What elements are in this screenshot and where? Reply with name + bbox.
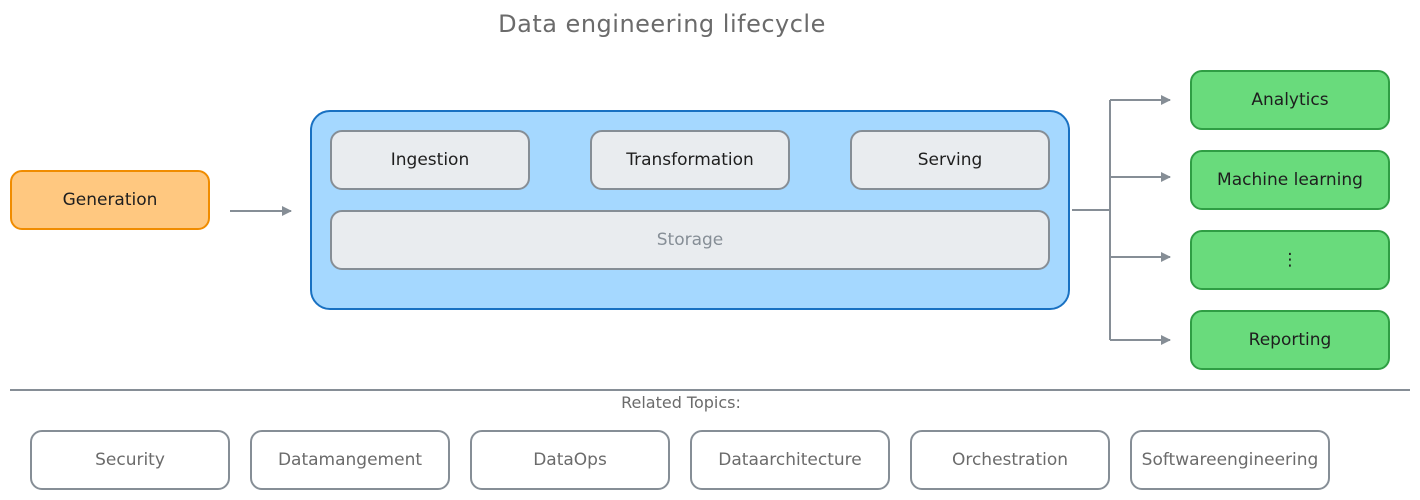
topic-label: Security	[95, 450, 165, 470]
output-label: Machine learning	[1217, 170, 1363, 190]
transformation-label: Transformation	[626, 150, 754, 170]
output-node-reporting: Reporting	[1190, 310, 1390, 370]
topic-dataops: DataOps	[470, 430, 670, 490]
output-node-more: ⋮	[1190, 230, 1390, 290]
ingestion-label: Ingestion	[390, 150, 470, 170]
topic-label: Datamangement	[277, 450, 423, 470]
topic-data-management: Datamangement	[250, 430, 450, 490]
related-topics-heading: Related Topics:	[621, 393, 741, 412]
topic-label: Orchestration	[951, 450, 1069, 470]
topic-data-architecture: Dataarchitecture	[690, 430, 890, 490]
storage-label: Storage	[656, 230, 724, 250]
diagram-title: Data engineering lifecycle	[498, 10, 826, 38]
output-node-analytics: Analytics	[1190, 70, 1390, 130]
output-label: Reporting	[1248, 330, 1332, 350]
serving-label: Serving	[917, 150, 983, 170]
topic-software-engineering: Softwareengineering	[1130, 430, 1330, 490]
ingestion-node: Ingestion	[330, 130, 530, 190]
output-node-machine-learning: Machine learning	[1190, 150, 1390, 210]
topic-orchestration: Orchestration	[910, 430, 1110, 490]
topic-label: Dataarchitecture	[718, 450, 862, 470]
output-label: Analytics	[1251, 90, 1329, 110]
generation-node: Generation	[10, 170, 210, 230]
storage-node: Storage	[330, 210, 1050, 270]
topic-label: Softwareengineering	[1141, 450, 1319, 470]
generation-label: Generation	[62, 190, 158, 210]
topic-security: Security	[30, 430, 230, 490]
output-label: ⋮	[1281, 250, 1299, 270]
transformation-node: Transformation	[590, 130, 790, 190]
topic-label: DataOps	[533, 450, 607, 470]
serving-node: Serving	[850, 130, 1050, 190]
